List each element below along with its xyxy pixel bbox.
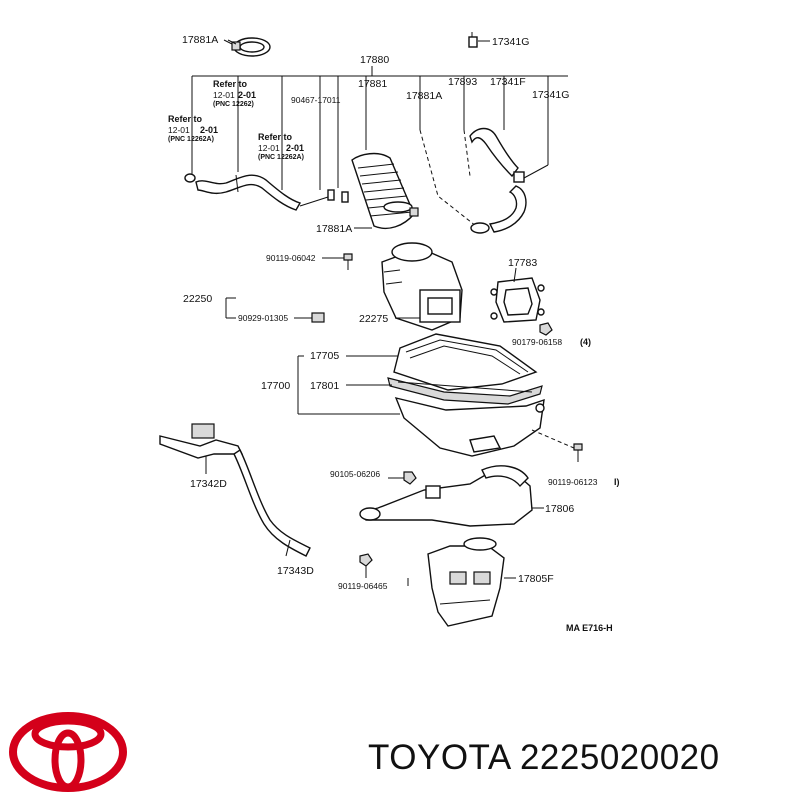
gasket-17783 (490, 277, 545, 323)
label-90179-06158: 90179-06158 (512, 337, 562, 347)
label-17805f: 17805F (518, 573, 554, 585)
label-90119-06465: 90119-06465 (338, 581, 388, 591)
refer-note-3-pnc: (PNC 12262A) (258, 154, 304, 161)
label-22275: 22275 (359, 313, 388, 325)
label-90467-17011: 90467-17011 (291, 95, 341, 105)
refer-note-3-ref: 2-01 (286, 143, 304, 153)
refer-note-1-title: Refer to (213, 79, 248, 89)
refer-note-3-title: Refer to (258, 132, 293, 142)
intake-hose-17881 (351, 152, 419, 230)
brand-part-number: TOYOTA 2225020020 (368, 738, 720, 777)
leader-17700-bracket (297, 355, 400, 415)
label-17705: 17705 (310, 350, 339, 362)
vacuum-hose-17342d (159, 423, 311, 557)
bolt-90119-06123 (573, 443, 583, 462)
refer-note-1-pnc: (PNC 12262) (213, 101, 254, 108)
refer-note-2-page: 12-01 (168, 125, 190, 135)
label-17343d: 17343D (277, 565, 314, 577)
refer-note-1-ref: 2-01 (238, 90, 256, 100)
diagram-code: MA E716-H (566, 623, 613, 633)
air-cleaner-cap-17705 (393, 333, 538, 391)
label-17806: 17806 (545, 503, 574, 515)
label-17880: 17880 (360, 54, 389, 66)
refer-note-3-page: 12-01 (258, 143, 280, 153)
label-17783: 17783 (508, 257, 537, 269)
label-leaders (223, 39, 549, 579)
label-17341g-top: 17341G (492, 36, 529, 48)
bolt-90105-06206 (403, 471, 417, 485)
label-90119-06123: 90119-06123 (548, 477, 598, 487)
bolt-90119-06465 (359, 553, 373, 578)
refer-note-2-ref: 2-01 (200, 125, 218, 135)
refer-note-2: Refer to 12-01 2-01 (PNC 12262A) (168, 114, 218, 143)
label-90119-06123-note: I) (614, 477, 620, 487)
filter-element-17801 (387, 377, 543, 405)
clamp-top-17881a (227, 37, 271, 57)
top-leader-bracket (191, 66, 568, 190)
refer-note-2-pnc: (PNC 12262A) (168, 136, 214, 143)
refer-note-3: Refer to 12-01 2-01 (PNC 12262A) (258, 132, 304, 161)
label-17801: 17801 (310, 380, 339, 392)
air-flow-meter-22250 (381, 242, 463, 331)
refer-note-2-title: Refer to (168, 114, 203, 124)
label-17881a-low: 17881A (316, 223, 352, 235)
bolt-90119-06042 (343, 253, 353, 270)
bypass-hose-left (184, 173, 302, 211)
resonator-17805f (407, 537, 505, 627)
label-17881: 17881 (358, 78, 387, 90)
label-90105-06206: 90105-06206 (330, 469, 380, 479)
air-intake-connector-17806 (359, 465, 533, 527)
label-17881a-top: 17881A (182, 34, 218, 46)
refer-note-1: Refer to 12-01 2-01 (PNC 12262) (213, 79, 256, 108)
label-17341g-right: 17341G (532, 89, 569, 101)
label-17700: 17700 (261, 380, 290, 392)
label-17893: 17893 (448, 76, 477, 88)
label-17341f: 17341F (490, 76, 526, 88)
label-17881a-mid: 17881A (406, 90, 442, 102)
nut-90179 (539, 322, 553, 336)
clip-17341g-top (468, 32, 490, 48)
label-90179-note: (4) (580, 337, 591, 347)
label-90119-06042: 90119-06042 (266, 253, 316, 263)
label-90929-01305: 90929-01305 (238, 313, 288, 323)
small-clamps-90467 (299, 189, 349, 207)
air-cleaner-case (394, 397, 575, 457)
refer-note-1-page: 12-01 (213, 90, 235, 100)
label-17342d: 17342D (190, 478, 227, 490)
label-22250: 22250 (183, 293, 212, 305)
hose-17341f (470, 171, 527, 234)
plug-90929 (294, 312, 325, 323)
hose-17893 (419, 127, 519, 227)
toyota-logo (9, 712, 127, 792)
